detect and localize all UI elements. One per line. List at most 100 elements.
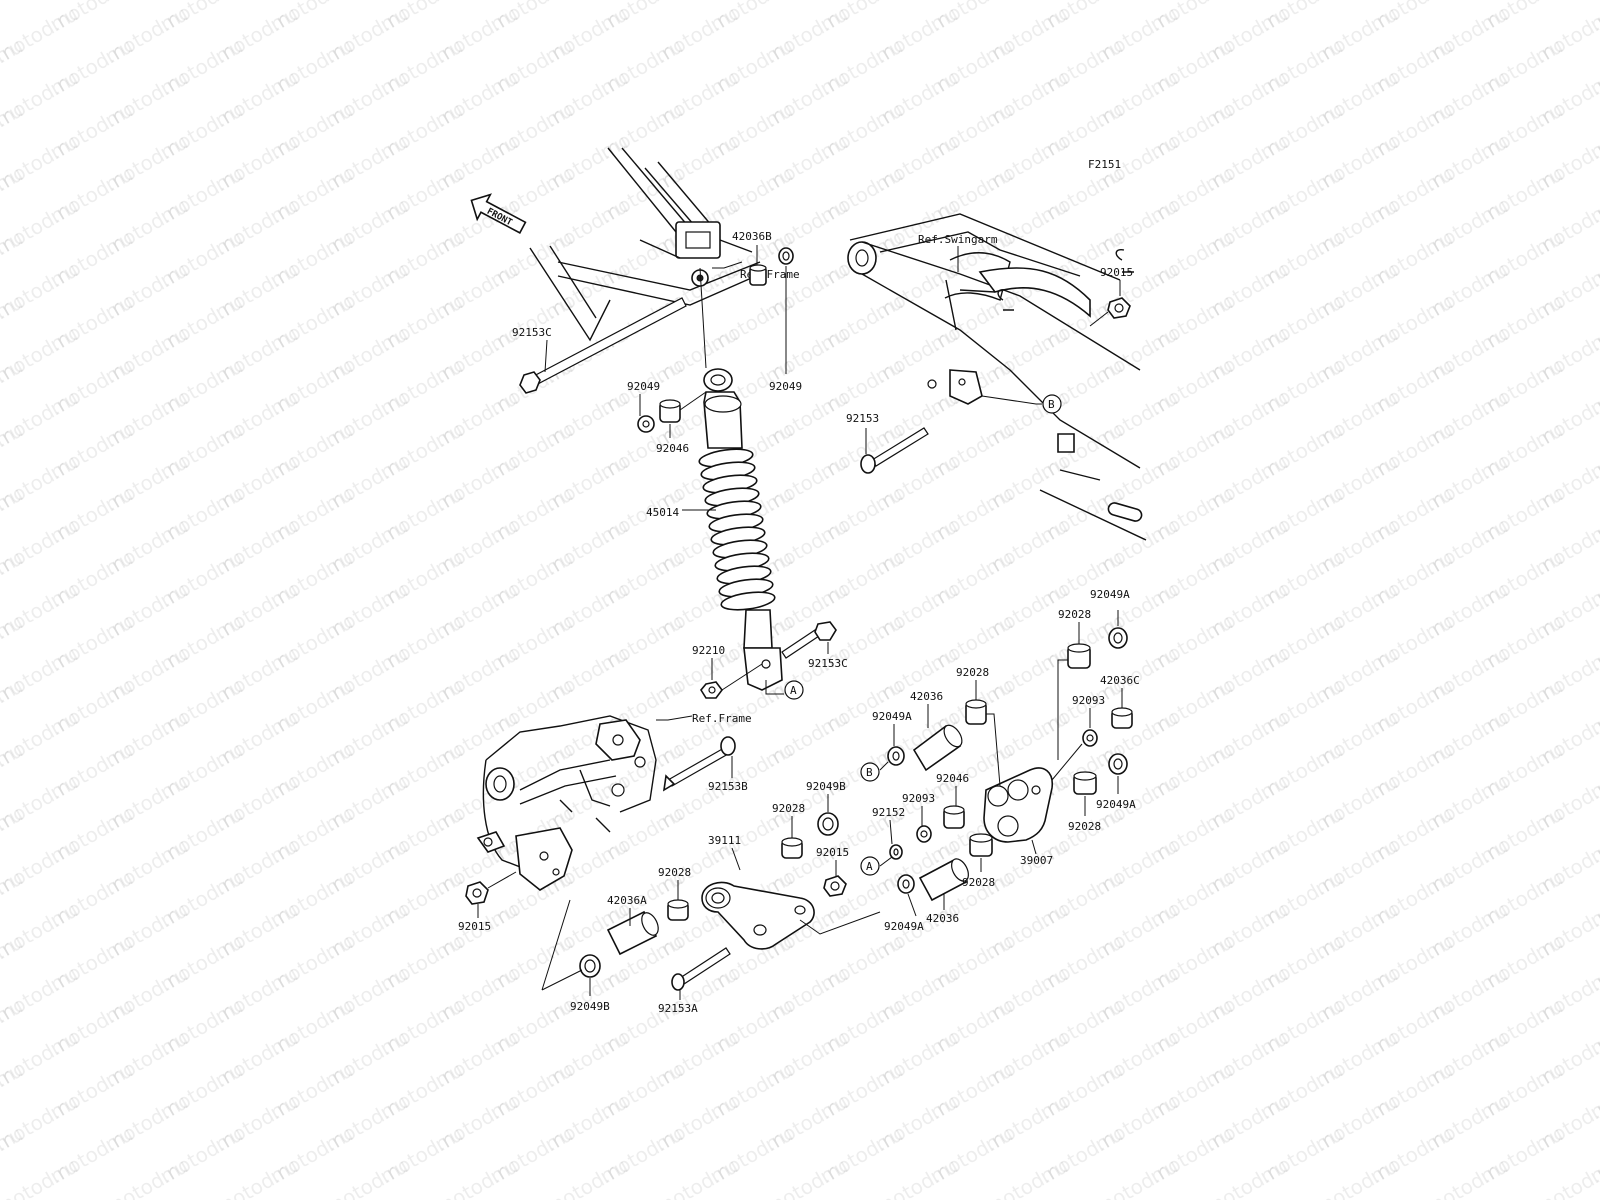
washer-92093-right (1082, 729, 1098, 747)
label-92049-left: 92049 (627, 380, 660, 393)
watermark-text: motod.ru (761, 1154, 852, 1200)
marker-b-swingarm (1042, 394, 1062, 414)
collar-92028-mid (965, 699, 987, 725)
collar-92028-r1 (1067, 643, 1091, 669)
ref-frame-bottom: Ref.Frame (692, 712, 752, 725)
washer-92049A-r2 (1108, 753, 1128, 775)
label-45014: 45014 (646, 506, 679, 519)
watermark-text: motod.ru (981, 1154, 1072, 1200)
collar-42036-top (912, 724, 963, 772)
collar-92046-top (659, 399, 681, 423)
collar-42036C (1111, 707, 1133, 729)
label-92046-mid: 92046 (936, 772, 969, 785)
label-42036-bottom: 42036 (926, 912, 959, 925)
label-92049B-mid: 92049B (806, 780, 846, 793)
frame-bottom-drawing (476, 715, 657, 891)
watermark-text: motod.ru (871, 1154, 962, 1200)
label-92153A: 92153A (658, 1002, 698, 1015)
label-92049A-bottom: 92049A (884, 920, 924, 933)
collar-92028-lower (667, 899, 689, 921)
label-39111: 39111 (708, 834, 741, 847)
marker-b-lower (860, 762, 880, 782)
label-92015-bottom: 92015 (458, 920, 491, 933)
label-92152: 92152 (872, 806, 905, 819)
collar-42036A (606, 910, 659, 956)
collar-92028-r2 (1073, 771, 1097, 795)
label-92153: 92153 (846, 412, 879, 425)
label-92210: 92210 (692, 644, 725, 657)
collar-92046-mid (943, 805, 965, 829)
label-92028-r3: 92028 (962, 876, 995, 889)
label-92153B: 92153B (708, 780, 748, 793)
collar-42036-bottom (918, 858, 969, 902)
washer-92049-right (778, 247, 794, 265)
watermark-text: motod.ru (0, 1154, 82, 1200)
washer-92049A-bottom (897, 874, 915, 894)
marker-a-shock-label: A (790, 684, 797, 697)
marker-a-lower (860, 856, 880, 876)
label-92028-left: 92028 (772, 802, 805, 815)
label-92028-r1: 92028 (1058, 608, 1091, 621)
label-92153C-top: 92153C (512, 326, 552, 339)
label-92046-top: 92046 (656, 442, 689, 455)
collar-92028-r3 (969, 833, 993, 857)
ref-swingarm: Ref.Swingarm (918, 233, 998, 246)
marker-a-lower-label: A (866, 860, 873, 873)
label-92153C-bottom: 92153C (808, 657, 848, 670)
nut-92015-bottom (465, 881, 489, 905)
label-92049A-r2: 92049A (1096, 798, 1136, 811)
washer-92152 (889, 844, 903, 860)
bolt-92153A (671, 947, 731, 991)
swingarm-drawing (847, 213, 1147, 541)
marker-b-swingarm-label: B (1048, 398, 1055, 411)
label-42036B: 42036B (732, 230, 772, 243)
watermark-text: motod.ru (211, 1154, 302, 1200)
watermark-text: motod.ru (1091, 1154, 1182, 1200)
watermark-text: motod.ru (1531, 1154, 1600, 1200)
ref-frame-top: Ref.Frame (740, 268, 800, 281)
washer-92093-mid (916, 825, 932, 843)
bolt-92153C-bottom (781, 621, 837, 659)
link-39111 (701, 881, 815, 950)
watermark-text: motod.ru (431, 1154, 522, 1200)
watermark-text: motod.ru (321, 1154, 412, 1200)
watermark-text: motod.ru (651, 1154, 742, 1200)
nut-92015-top (1107, 297, 1131, 319)
watermark-text: motod.ru (101, 1154, 192, 1200)
label-92028-r2: 92028 (1068, 820, 1101, 833)
collar-92028-left (781, 837, 803, 859)
shock-absorber-45014 (698, 368, 783, 691)
washer-92049A-mid (887, 746, 905, 766)
bolt-92153C-top (519, 297, 687, 394)
frame-top-drawing (529, 147, 761, 342)
washer-92049B-mid (817, 812, 839, 836)
figure-code: F2151 (1088, 158, 1121, 171)
washer-92049A-r1 (1108, 627, 1128, 649)
watermark-text: motod.ru (1311, 1154, 1402, 1200)
label-92049A-mid: 92049A (872, 710, 912, 723)
washer-92049-left (637, 415, 655, 433)
label-92093-mid: 92093 (902, 792, 935, 805)
watermark-text: motod.ru (1201, 1154, 1292, 1200)
label-92049-right: 92049 (769, 380, 802, 393)
bolt-92153 (860, 427, 929, 474)
nut-92210 (700, 681, 723, 699)
watermark-text: motod.ru (1421, 1154, 1512, 1200)
collar-42036B (749, 264, 767, 286)
bolt-92153B (662, 736, 736, 792)
spring-coil (720, 591, 776, 611)
label-92049B-bottom: 92049B (570, 1000, 610, 1013)
label-92028-mid: 92028 (956, 666, 989, 679)
watermark-text: motod.ru (541, 1154, 632, 1200)
nut-92015-mid (823, 875, 847, 897)
label-92093-right: 92093 (1072, 694, 1105, 707)
label-39007: 39007 (1020, 854, 1053, 867)
label-42036A: 42036A (607, 894, 647, 907)
label-92015-top: 92015 (1100, 266, 1133, 279)
label-92028-lower: 92028 (658, 866, 691, 879)
rocker-39007 (983, 767, 1054, 843)
label-42036-top: 42036 (910, 690, 943, 703)
label-42036C: 42036C (1100, 674, 1140, 687)
